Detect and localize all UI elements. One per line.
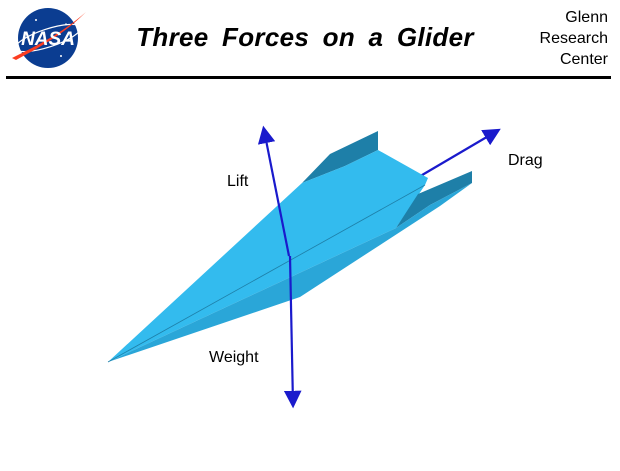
header-divider xyxy=(6,76,611,79)
glider-diagram: Lift Drag Weight xyxy=(0,82,620,466)
nasa-logo: NASA xyxy=(12,8,86,68)
paper-glider xyxy=(107,131,472,363)
weight-label: Weight xyxy=(209,349,259,366)
drag-label: Drag xyxy=(508,152,543,169)
org-line-3: Center xyxy=(559,51,608,68)
org-name: Glenn Research Center xyxy=(498,7,608,70)
page-title: Three Forces on a Glider xyxy=(136,22,474,52)
lift-label: Lift xyxy=(227,173,249,190)
org-line-2: Research xyxy=(539,30,608,47)
glider-fin-lower xyxy=(396,171,472,228)
org-line-1: Glenn xyxy=(565,9,608,26)
glider-wing xyxy=(108,150,428,362)
lift-arrow xyxy=(257,125,291,257)
glider-illustration xyxy=(107,125,501,409)
header: NASA Three Forces on a Glider Glenn Rese… xyxy=(0,0,620,82)
glider-fin-upper xyxy=(302,131,378,183)
nasa-logo-text: NASA xyxy=(21,29,75,50)
weight-arrow xyxy=(283,255,302,409)
